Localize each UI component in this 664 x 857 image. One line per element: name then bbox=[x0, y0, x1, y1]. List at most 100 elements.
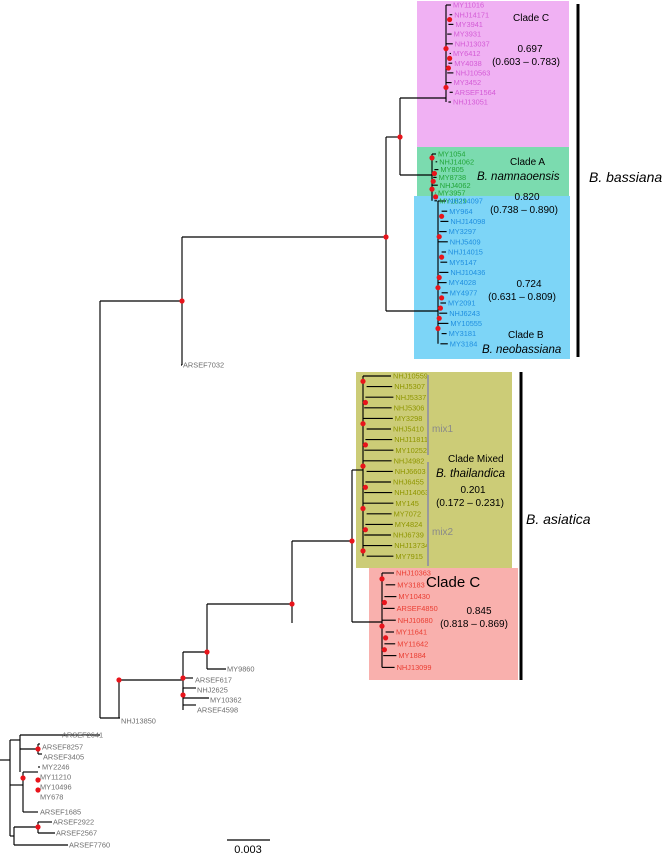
taxon-label: NHJ5307 bbox=[394, 382, 425, 391]
taxon-label: MY3941 bbox=[455, 20, 483, 29]
taxon-label: NHJ14062 bbox=[439, 157, 474, 166]
taxon-label: NHJ5337 bbox=[395, 393, 426, 402]
support-node bbox=[439, 295, 445, 301]
support-node bbox=[430, 178, 436, 184]
taxon-label: MY10496 bbox=[40, 783, 72, 792]
taxon-label: ARSEF1685 bbox=[40, 808, 81, 817]
support-node bbox=[436, 274, 442, 281]
clade-b-name: Clade B bbox=[508, 330, 544, 341]
taxon-label: MY1054 bbox=[438, 150, 466, 159]
support-node bbox=[383, 234, 389, 240]
taxon-label: ARSEF8257 bbox=[42, 743, 83, 752]
support-node bbox=[362, 442, 368, 448]
taxon-label: MY3957 bbox=[438, 189, 466, 198]
scale-bar-label: 0.003 bbox=[234, 844, 262, 856]
support-node bbox=[431, 170, 437, 177]
support-node bbox=[383, 635, 389, 641]
taxon-label: NHJ10680 bbox=[398, 616, 433, 625]
taxon-label: NHJ5410 bbox=[393, 425, 424, 434]
taxon-label: NHJ13099 bbox=[397, 663, 432, 672]
clade-c-top-ci: (0.603 – 0.783) bbox=[492, 57, 560, 68]
support-node bbox=[429, 186, 435, 192]
support-node bbox=[429, 155, 435, 161]
asiatica-label: B. asiatica bbox=[526, 511, 591, 527]
support-node bbox=[436, 234, 442, 240]
taxon-label: NHJ10436 bbox=[450, 268, 485, 277]
clade-b-ci: (0.631 – 0.809) bbox=[488, 292, 556, 303]
taxon-label: MY10555 bbox=[450, 319, 482, 328]
taxon-label: NHJ4982 bbox=[394, 456, 425, 465]
support-node bbox=[362, 484, 368, 490]
support-node bbox=[381, 647, 387, 653]
taxon-label: ARSEF2567 bbox=[56, 829, 97, 838]
taxon-label: MY3183 bbox=[397, 580, 425, 589]
taxon-label: ARSEF4598 bbox=[197, 706, 238, 715]
taxon-label: NHJ6739 bbox=[393, 531, 424, 540]
taxon-label: NHJ13734 bbox=[394, 541, 429, 550]
support-node bbox=[433, 194, 439, 200]
taxon-label: ARSEF2641 bbox=[62, 731, 103, 740]
taxon-label: MY10362 bbox=[210, 696, 242, 705]
support-node bbox=[362, 399, 368, 406]
clade-a-name: Clade A bbox=[510, 157, 545, 168]
mix1-label: mix1 bbox=[432, 424, 454, 435]
support-node bbox=[35, 787, 41, 793]
support-node bbox=[360, 421, 366, 427]
taxon-label: MY10252 bbox=[395, 446, 427, 455]
taxon-label: MY4977 bbox=[450, 288, 478, 297]
support-node bbox=[360, 463, 366, 469]
support-node bbox=[435, 325, 441, 332]
taxon-label: NHJ13037 bbox=[455, 39, 490, 48]
taxon-label: MY9860 bbox=[227, 665, 255, 674]
support-node bbox=[204, 649, 210, 655]
taxon-label: ARSEF2922 bbox=[53, 818, 94, 827]
taxon-label: NHJ10563 bbox=[455, 69, 490, 78]
taxon-label: MY2246 bbox=[42, 763, 70, 772]
taxon-label: MY3298 bbox=[395, 414, 423, 423]
support-node bbox=[443, 46, 449, 52]
taxon-label: MY3181 bbox=[449, 329, 477, 338]
taxon-label: MY11210 bbox=[40, 773, 71, 782]
support-node bbox=[35, 824, 41, 830]
support-node bbox=[360, 378, 366, 384]
taxon-label: MY1829 bbox=[439, 196, 467, 205]
support-node bbox=[35, 777, 41, 783]
support-node bbox=[20, 775, 26, 781]
support-node bbox=[443, 84, 449, 91]
support-node bbox=[436, 315, 442, 321]
clade-mixed-species: B. thailandica bbox=[436, 468, 505, 480]
support-node bbox=[435, 285, 441, 291]
taxon-label: MY4028 bbox=[449, 278, 477, 287]
taxon-label: NHJ14015 bbox=[448, 248, 483, 257]
taxon-label: MY5147 bbox=[449, 258, 477, 267]
taxon-label: ARSEF7760 bbox=[69, 841, 110, 850]
taxon-label: ARSEF1564 bbox=[455, 88, 496, 97]
mix2-label: mix2 bbox=[432, 527, 454, 538]
support-node bbox=[179, 298, 185, 304]
taxon-label: NHJ5306 bbox=[394, 403, 425, 412]
support-node bbox=[439, 254, 445, 260]
taxon-label: NHJ14171 bbox=[454, 10, 489, 19]
support-node bbox=[289, 601, 295, 607]
clade-b-species: B. neobassiana bbox=[482, 344, 561, 356]
taxon-label: MY11641 bbox=[396, 628, 427, 637]
taxon-label: MY145 bbox=[395, 499, 418, 508]
taxon-label: MY7072 bbox=[394, 509, 422, 518]
taxon-label: NHJ2625 bbox=[197, 686, 228, 695]
taxon-label: NHJ6603 bbox=[395, 467, 426, 476]
taxon-label: MY2091 bbox=[448, 299, 476, 308]
clade-mixed-name: Clade Mixed bbox=[448, 454, 504, 465]
clade-c-top-value: 0.697 bbox=[517, 44, 542, 55]
taxon-label: NHJ10363 bbox=[396, 569, 431, 578]
taxon-label: NHJ14063 bbox=[394, 488, 429, 497]
clade-c-bottom-name: Clade C bbox=[426, 574, 480, 591]
taxon-label: MY678 bbox=[40, 793, 63, 802]
tip-labels: MY11016NHJ14171MY3941MY3931NHJ13037MY641… bbox=[40, 1, 496, 850]
tree-nodes bbox=[20, 16, 453, 830]
taxon-label: NHJ14098 bbox=[450, 217, 485, 226]
support-node bbox=[381, 599, 387, 606]
support-node bbox=[397, 134, 403, 140]
taxon-label: NHJ6455 bbox=[393, 478, 424, 487]
clade-a-box bbox=[417, 147, 569, 196]
